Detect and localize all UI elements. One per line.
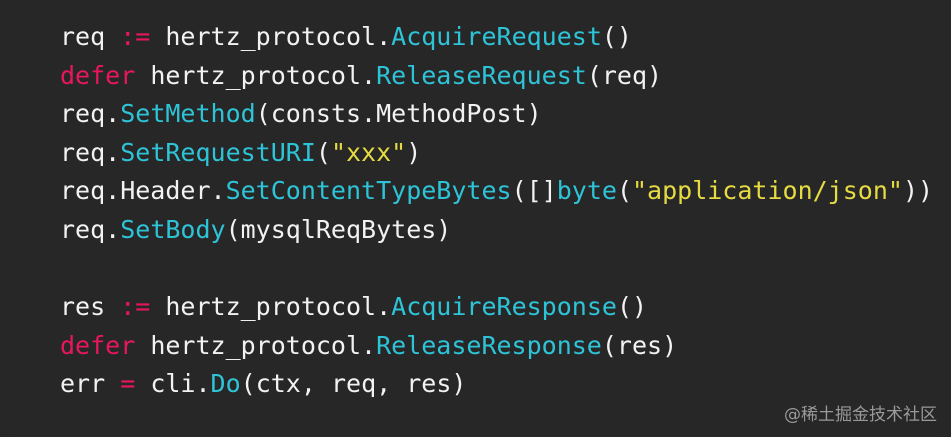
code-token-plain: ()	[616, 292, 648, 322]
code-token-plain: ))	[902, 176, 934, 206]
code-token-plain: (res)	[601, 330, 678, 360]
code-line: req.SetMethod(consts.MethodPost)	[60, 95, 933, 134]
code-token-keyword: defer	[60, 60, 136, 90]
code-token-plain: req.	[60, 99, 121, 129]
code-token-plain: res	[60, 292, 121, 322]
code-token-string: "xxx"	[330, 137, 407, 167]
code-token-plain: req.	[60, 214, 121, 244]
code-token-plain: hertz_protocol.	[135, 60, 377, 90]
code-token-plain: (	[616, 176, 632, 206]
code-line: res := hertz_protocol.AcquireResponse()	[60, 288, 933, 327]
code-token-plain: (	[315, 137, 331, 167]
code-token-function: ReleaseResponse	[376, 330, 602, 360]
code-line: err = cli.Do(ctx, req, res)	[60, 365, 933, 404]
code-token-function: SetMethod	[120, 99, 256, 129]
code-token-plain: req	[60, 22, 121, 51]
code-token-function: SetRequestURI	[120, 137, 316, 167]
code-token-keyword: defer	[60, 330, 136, 360]
code-token-plain: (consts.MethodPost)	[255, 99, 542, 129]
code-token-function: Do	[210, 369, 241, 399]
code-token-function: AcquireRequest	[391, 22, 602, 51]
code-token-plain: (mysqlReqBytes)	[225, 214, 452, 244]
code-line: req := hertz_protocol.AcquireRequest()	[60, 18, 933, 57]
code-line: req.Header.SetContentTypeBytes([]byte("a…	[60, 172, 933, 211]
code-token-function: byte	[556, 176, 617, 206]
code-token-plain: err	[60, 369, 121, 399]
code-token-function: SetBody	[120, 214, 226, 244]
code-token-plain: (ctx, req, res)	[240, 369, 467, 399]
code-token-keyword: :=	[120, 292, 151, 322]
code-token-plain: req.Header.	[60, 176, 226, 206]
code-token-plain: hertz_protocol.	[150, 292, 392, 322]
code-token-plain: (req)	[586, 60, 663, 90]
code-token-plain: ()	[601, 22, 632, 51]
code-token-plain: cli.	[135, 369, 211, 399]
watermark: @稀土掘金技术社区	[784, 405, 937, 425]
code-token-plain: hertz_protocol.	[150, 22, 392, 51]
code-token-function: SetContentTypeBytes	[225, 176, 512, 206]
code-line	[60, 250, 933, 289]
code-token-string: "application/json"	[632, 176, 903, 206]
code-line: defer hertz_protocol.ReleaseResponse(res…	[60, 327, 933, 366]
code-line: req.SetRequestURI("xxx")	[60, 134, 933, 173]
code-block[interactable]: req := hertz_protocol.AcquireRequest()de…	[60, 18, 933, 404]
code-token-plain: req.	[60, 137, 121, 167]
code-token-keyword: :=	[120, 22, 151, 51]
code-token-function: ReleaseRequest	[376, 60, 587, 90]
code-line: req.SetBody(mysqlReqBytes)	[60, 211, 933, 250]
code-token-function: AcquireResponse	[391, 292, 617, 322]
code-token-keyword: =	[120, 369, 136, 399]
code-token-plain: ([]	[511, 176, 557, 206]
code-token-plain: )	[406, 137, 422, 167]
code-token-plain: hertz_protocol.	[135, 330, 377, 360]
code-line: defer hertz_protocol.ReleaseRequest(req)	[60, 57, 933, 96]
